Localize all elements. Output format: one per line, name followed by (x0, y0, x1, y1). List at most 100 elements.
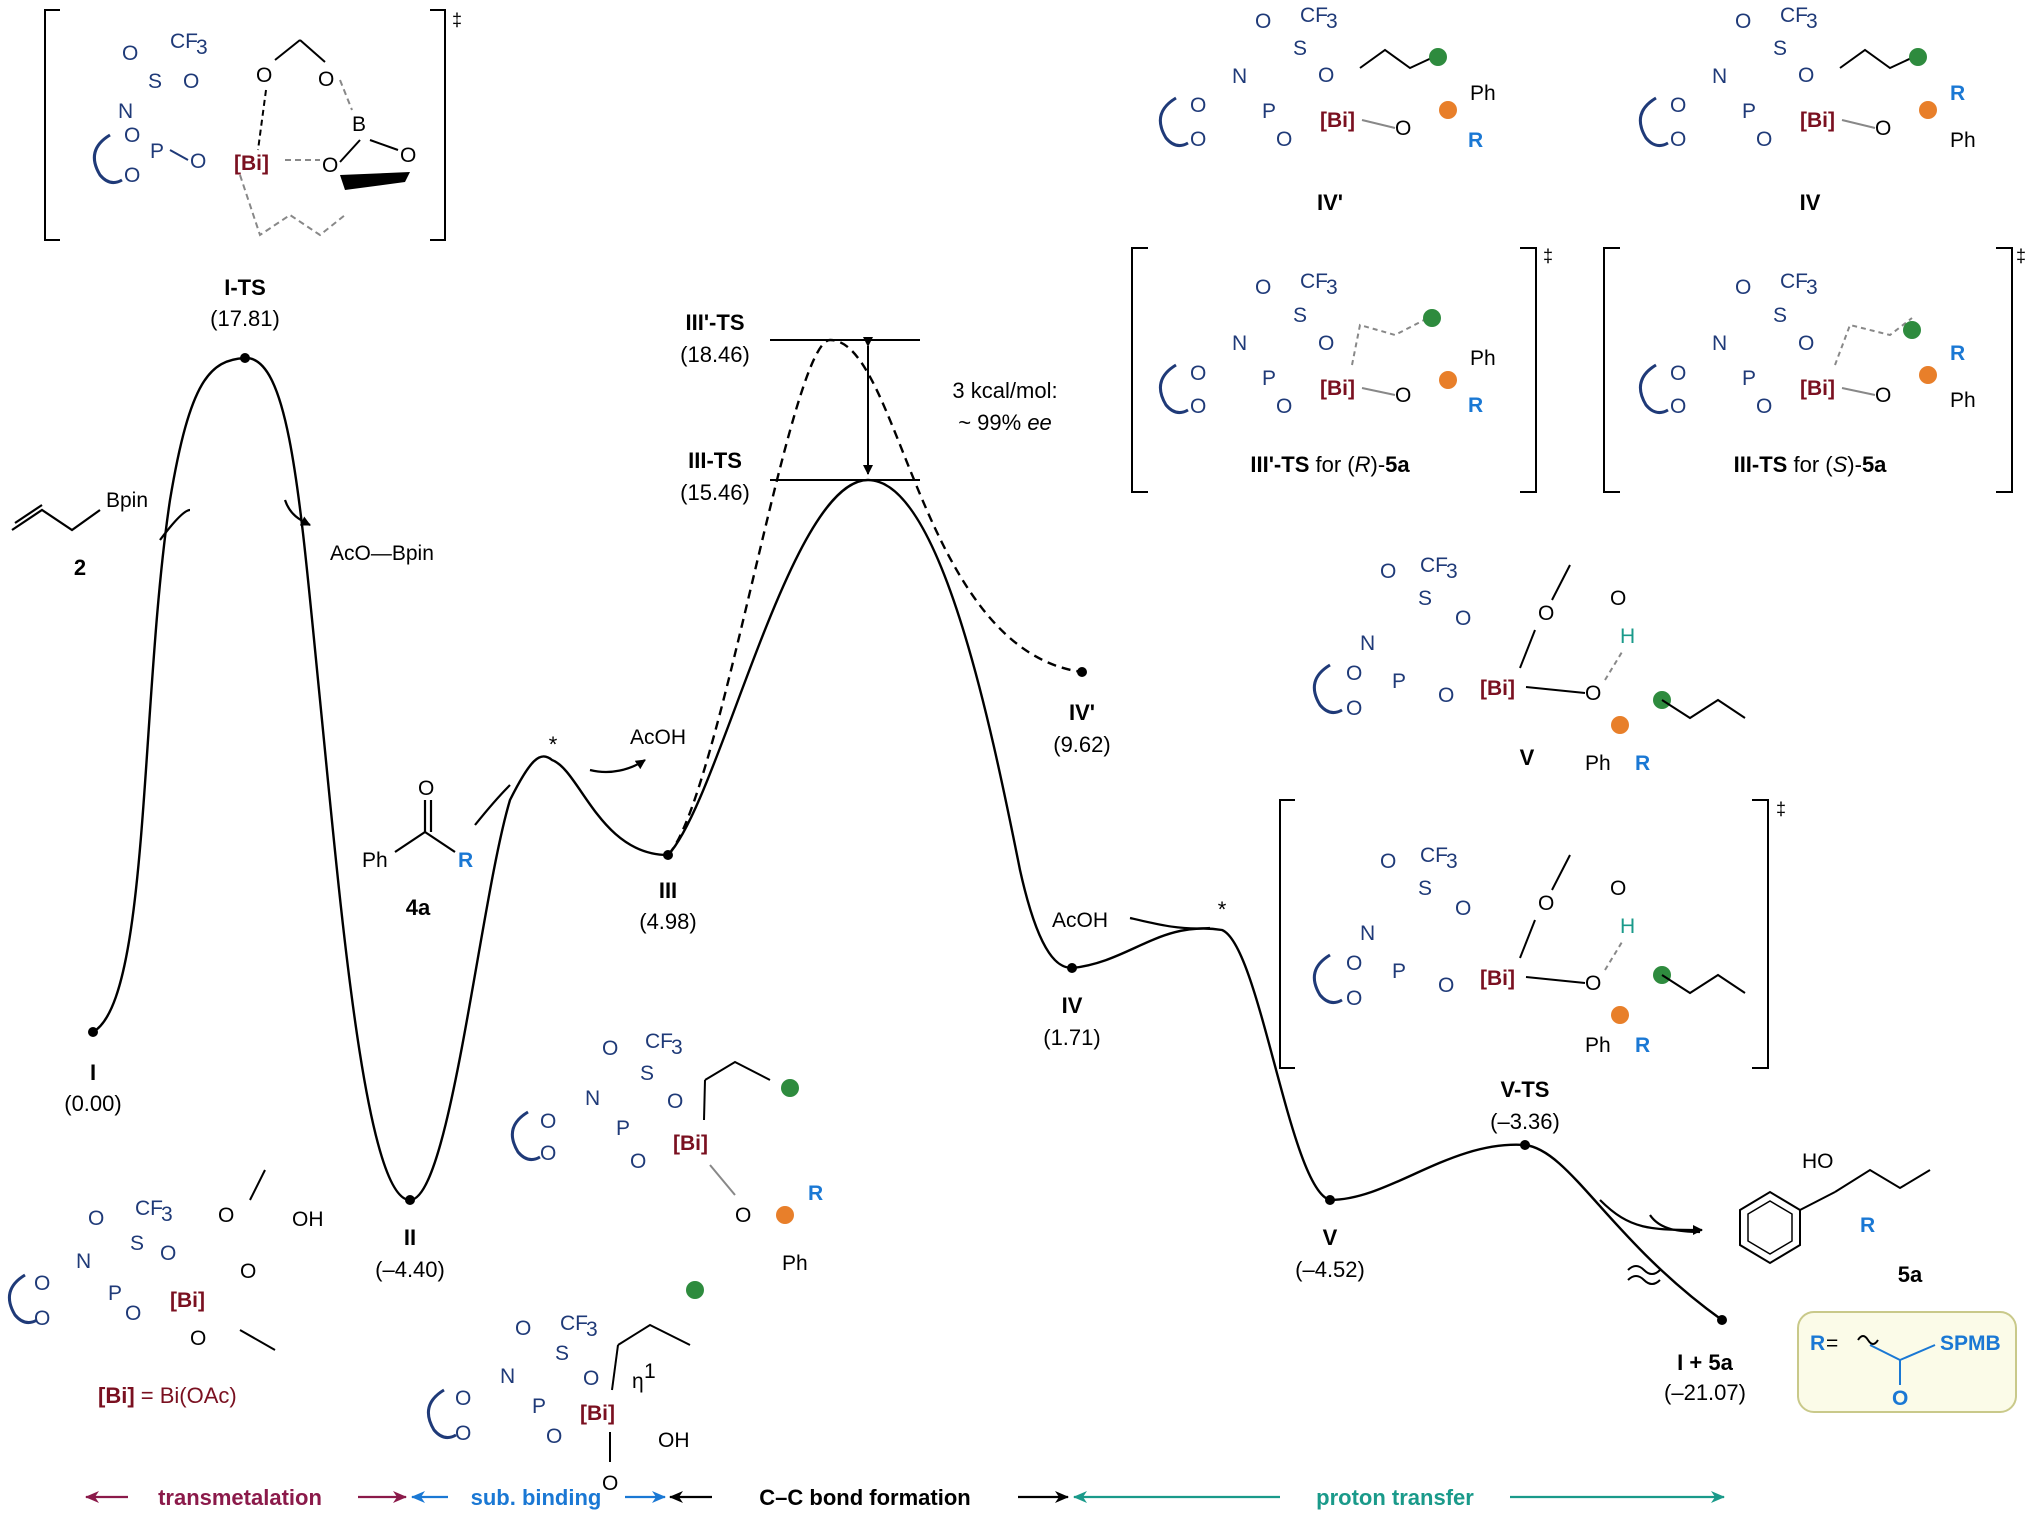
structure-IVp: CF3 O S N P O O O O [Bi] O Ph R IV' (1158, 4, 1496, 215)
point-I-TS (240, 353, 250, 363)
label-I: I (90, 1060, 96, 1085)
svg-text:[Bi]: [Bi] (1320, 109, 1355, 132)
acoh-bind: AcOH (1052, 909, 1108, 932)
svg-text:O: O (1255, 10, 1271, 33)
svg-text:O: O (540, 1142, 556, 1165)
svg-text:O: O (1255, 276, 1271, 299)
svg-text:=: = (1826, 1332, 1838, 1355)
svg-text:S: S (1418, 877, 1432, 900)
profile-curve-transmetalation (92, 356, 411, 1202)
svg-text:Ph: Ph (1585, 1034, 1611, 1057)
svg-text:O: O (318, 68, 334, 91)
svg-text:3: 3 (1806, 10, 1818, 33)
svg-text:O: O (1380, 560, 1396, 583)
svg-text:O: O (1346, 662, 1362, 685)
svg-text:S: S (1418, 587, 1432, 610)
bi-definition: [Bi] = Bi(OAc) (98, 1383, 237, 1408)
svg-text:O: O (1735, 276, 1751, 299)
svg-text:O: O (1395, 117, 1411, 140)
svg-text:OH: OH (658, 1429, 690, 1452)
svg-text:O: O (1276, 395, 1292, 418)
svg-text:N: N (76, 1250, 91, 1273)
svg-text:O: O (1455, 607, 1471, 630)
energy-I: (0.00) (64, 1091, 121, 1116)
svg-text:O: O (1395, 384, 1411, 407)
point-II (405, 1195, 415, 1205)
svg-text:transmetalation: transmetalation (158, 1485, 322, 1510)
product-5a: HO R 5a (1739, 1150, 1931, 1287)
r-definition-box: R = SPMB O (1797, 1311, 2017, 1413)
svg-text:O: O (1735, 10, 1751, 33)
phase-transmetalation: transmetalation (85, 1485, 407, 1510)
label-IIIp-TS: III'-TS (685, 310, 744, 335)
svg-text:proton transfer: proton transfer (1316, 1485, 1474, 1510)
svg-text:O: O (124, 164, 140, 187)
svg-text:η: η (632, 1370, 644, 1393)
svg-text:*: * (549, 732, 558, 757)
svg-text:B: B (352, 113, 366, 136)
svg-text:O: O (1670, 395, 1686, 418)
svg-text:O: O (1346, 952, 1362, 975)
energy-IVp: (9.62) (1053, 732, 1110, 757)
svg-text:O: O (455, 1387, 471, 1410)
allyl-bpin: Bpin 2 (11, 489, 148, 580)
svg-text:O: O (1438, 974, 1454, 997)
svg-text:R: R (1950, 342, 1965, 365)
svg-text:Bpin: Bpin (106, 489, 148, 512)
svg-text:4a: 4a (406, 895, 431, 920)
svg-text:O: O (1190, 94, 1206, 117)
svg-text:[Bi]: [Bi] (1480, 677, 1515, 700)
svg-text:R: R (1810, 1332, 1825, 1355)
svg-text:CF: CF (1420, 844, 1448, 867)
svg-text:IV': IV' (1317, 190, 1343, 215)
svg-text:O: O (1190, 395, 1206, 418)
svg-text:N: N (1232, 65, 1247, 88)
svg-text:P: P (108, 1282, 122, 1305)
svg-text:O: O (1318, 64, 1334, 87)
label-I-TS: I-TS (224, 275, 266, 300)
structure-I: CF3 O S O N P O O O [Bi] O OH O O [Bi] =… (7, 1169, 324, 1408)
svg-text:O: O (1875, 117, 1891, 140)
svg-text:CF: CF (1420, 554, 1448, 577)
selectivity-note-2: ~ 99% ee (958, 410, 1052, 435)
svg-text:P: P (1262, 100, 1276, 123)
svg-text:Ph: Ph (1950, 389, 1976, 412)
svg-text:S: S (130, 1232, 144, 1255)
svg-text:O: O (455, 1422, 471, 1445)
svg-text:[Bi]: [Bi] (580, 1402, 615, 1425)
svg-text:CF: CF (1780, 270, 1808, 293)
energy-II: (–4.40) (375, 1257, 445, 1282)
svg-text:O: O (602, 1037, 618, 1060)
svg-text:5a: 5a (1898, 1262, 1923, 1287)
svg-text:[Bi]: [Bi] (1800, 377, 1835, 400)
svg-text:2: 2 (74, 555, 86, 580)
svg-text:O: O (1190, 362, 1206, 385)
svg-text:IV: IV (1800, 190, 1821, 215)
energy-III: (4.98) (639, 909, 696, 934)
svg-text:O: O (1875, 384, 1891, 407)
svg-text:O: O (218, 1204, 234, 1227)
svg-text:H: H (1620, 915, 1635, 938)
svg-text:R: R (1468, 394, 1483, 417)
svg-text:O: O (34, 1272, 50, 1295)
structure-III: CF3 O S N P O O O O [Bi] O R Ph (510, 1030, 823, 1275)
point-III (663, 850, 673, 860)
svg-text:P: P (150, 140, 164, 163)
svg-text:O: O (190, 1327, 206, 1350)
svg-text:R: R (1635, 752, 1650, 775)
svg-text:3: 3 (671, 1036, 683, 1059)
svg-text:3: 3 (1446, 850, 1458, 873)
svg-text:P: P (1742, 100, 1756, 123)
svg-text:O: O (630, 1150, 646, 1173)
svg-text:O: O (256, 64, 272, 87)
svg-text:O: O (322, 154, 338, 177)
svg-text:P: P (1392, 960, 1406, 983)
energy-III-TS: (15.46) (680, 480, 750, 505)
svg-text:O: O (1190, 128, 1206, 151)
svg-text:O: O (515, 1317, 531, 1340)
svg-text:S: S (555, 1342, 569, 1365)
svg-text:O: O (1318, 332, 1334, 355)
point-I (88, 1027, 98, 1037)
profile-curve-sub-binding (409, 755, 669, 1202)
point-IVp (1077, 667, 1087, 677)
